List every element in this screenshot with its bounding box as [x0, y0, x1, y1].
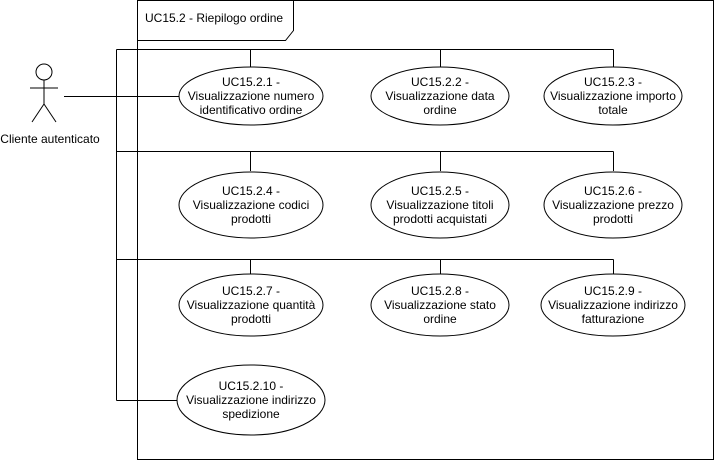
use-case-label-line: prodotti — [593, 212, 633, 226]
frame-title-tab — [137, 0, 294, 41]
use-case-ellipse — [178, 66, 324, 126]
use-case-label-line: Visualizzazione titoli — [386, 198, 493, 212]
use-case-uc-15-2-10: UC15.2.10 -Visualizzazione indirizzosped… — [176, 364, 326, 436]
use-case-label-line: Visualizzazione indirizzo — [548, 298, 678, 312]
use-case-ellipse — [178, 273, 324, 337]
use-case-label-line: totale — [598, 103, 628, 117]
use-case-label-line: UC15.2.1 - — [222, 75, 280, 89]
use-case-label-line: Visualizzazione stato — [384, 298, 496, 312]
use-case-label-line: spedizione — [222, 407, 280, 421]
use-case-uc-15-2-1: UC15.2.1 -Visualizzazione numeroidentifi… — [178, 66, 324, 126]
use-case-label-line: UC15.2.5 - — [411, 184, 469, 198]
frame-title: UC15.2 - Riepilogo ordine — [145, 11, 283, 25]
use-case-label-line: ordine — [423, 312, 457, 326]
use-case-ellipse — [370, 171, 510, 239]
use-case-label-line: Visualizzazione codici — [193, 198, 310, 212]
use-case-label-line: ordine — [423, 103, 457, 117]
use-case-label-line: identificativo ordine — [200, 103, 303, 117]
use-case-label-line: prodotti acquistati — [393, 212, 487, 226]
use-case-label-line: Visualizzazione data — [385, 89, 495, 103]
use-case-ellipse — [178, 171, 324, 239]
use-case-ellipse — [540, 273, 686, 337]
use-case-ellipse — [370, 273, 510, 337]
actor-head — [35, 63, 53, 81]
use-case-label-line: UC15.2.10 - — [219, 379, 284, 393]
use-case-ellipse — [543, 66, 683, 126]
use-case-label-line: UC15.2.8 - — [411, 284, 469, 298]
use-case-label-line: fatturazione — [582, 312, 645, 326]
use-case-label-line: UC15.2.6 - — [584, 184, 642, 198]
use-case-ellipse — [543, 171, 683, 239]
use-case-label-line: prodotti — [231, 312, 271, 326]
use-case-label-line: UC15.2.9 - — [584, 284, 642, 298]
use-case-uc-15-2-5: UC15.2.5 -Visualizzazione titoliprodotti… — [370, 171, 510, 239]
use-case-ellipse — [176, 364, 326, 436]
use-case-label-line: prodotti — [231, 212, 271, 226]
use-case-label-line: Visualizzazione importo — [550, 89, 676, 103]
use-case-label-line: Visualizzazione quantità — [187, 298, 316, 312]
use-case-label-line: UC15.2.2 - — [411, 75, 469, 89]
use-case-ellipse — [370, 66, 510, 126]
use-cases: UC15.2.1 -Visualizzazione numeroidentifi… — [176, 66, 686, 436]
use-case-label-line: Visualizzazione numero — [188, 89, 315, 103]
use-case-label-line: UC15.2.7 - — [222, 284, 280, 298]
use-case-label-line: UC15.2.3 - — [584, 75, 642, 89]
actor-label: Cliente autenticato — [0, 132, 100, 146]
actor-leg-right — [43, 103, 57, 123]
use-case-label-line: Visualizzazione indirizzo — [186, 393, 316, 407]
actor-cliente-autenticato — [30, 63, 58, 123]
use-case-label-line: UC15.2.4 - — [222, 184, 280, 198]
actor-leg-left — [31, 103, 45, 123]
use-case-uc-15-2-9: UC15.2.9 -Visualizzazione indirizzofattu… — [540, 273, 686, 337]
connectors — [64, 49, 614, 401]
use-case-uc-15-2-7: UC15.2.7 -Visualizzazione quantitàprodot… — [178, 273, 324, 337]
use-case-label-line: Visualizzazione prezzo — [552, 198, 674, 212]
